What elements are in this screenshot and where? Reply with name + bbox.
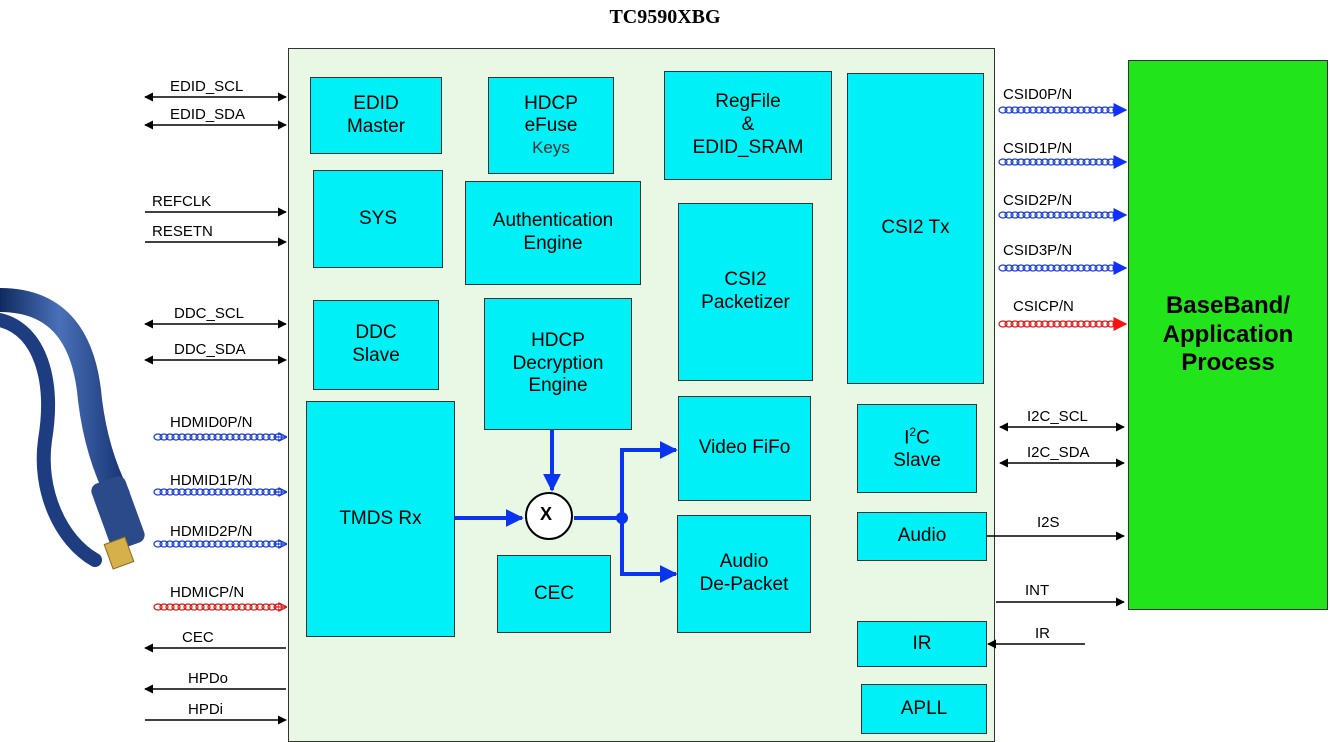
lane-csid1 bbox=[998, 155, 1128, 169]
signal-cec: CEC bbox=[182, 629, 214, 646]
audio-depacket-block: Audio De-Packet bbox=[677, 515, 811, 633]
signal-edid-scl: EDID_SCL bbox=[170, 78, 244, 95]
lane-csid3 bbox=[998, 261, 1128, 275]
signal-refclk: REFCLK bbox=[152, 193, 212, 210]
regfile-block: RegFile & EDID_SRAM bbox=[664, 71, 832, 180]
signal-edid-sda: EDID_SDA bbox=[170, 106, 246, 123]
signal-hdmid2: HDMID2P/N bbox=[170, 523, 253, 540]
mixer-label: X bbox=[540, 504, 553, 524]
signal-csid0: CSID0P/N bbox=[1003, 86, 1073, 103]
signal-ir: IR bbox=[1035, 625, 1050, 642]
lane-csicp bbox=[998, 317, 1128, 331]
tmds-rx-block: TMDS Rx bbox=[306, 401, 455, 637]
hdcp-efuse-block: HDCP eFuse Keys bbox=[488, 77, 614, 174]
authentication-engine-block: Authentication Engine bbox=[465, 181, 641, 285]
signal-i2c-scl: I2C_SCL bbox=[1027, 408, 1088, 425]
sys-block: SYS bbox=[313, 170, 443, 268]
lane-hdmid0 bbox=[153, 434, 286, 440]
lane-hdmid2 bbox=[153, 541, 286, 547]
chip-title: TC9590XBG bbox=[609, 6, 721, 28]
mixer-node bbox=[525, 492, 573, 540]
ir-block: IR bbox=[857, 621, 987, 667]
lane-csid2 bbox=[998, 208, 1128, 222]
baseband-block: BaseBand/ Application Process bbox=[1128, 60, 1328, 610]
lane-csid0 bbox=[998, 103, 1128, 117]
i2c-slave-label: I2C Slave bbox=[893, 424, 941, 471]
signal-int: INT bbox=[1025, 582, 1050, 599]
hdmi-cable-icon bbox=[0, 288, 145, 570]
signal-hpdi: HPDi bbox=[188, 701, 224, 718]
hdcp-keys-label: Keys bbox=[532, 138, 570, 158]
i2c-slave-block: I2C Slave bbox=[857, 404, 977, 493]
signal-hdmid1: HDMID1P/N bbox=[170, 472, 253, 489]
signal-csid1: CSID1P/N bbox=[1003, 140, 1073, 157]
signal-hpdo: HPDo bbox=[188, 670, 229, 687]
signal-i2c-sda: I2C_SDA bbox=[1027, 444, 1090, 461]
lane-hdmid1 bbox=[153, 489, 286, 495]
edid-master-block: EDID Master bbox=[310, 77, 442, 154]
signal-ddc-sda: DDC_SDA bbox=[174, 341, 246, 358]
hdcp-decryption-engine-block: HDCP Decryption Engine bbox=[484, 298, 632, 430]
ddc-slave-block: DDC Slave bbox=[313, 300, 439, 390]
apll-block: APLL bbox=[861, 684, 987, 734]
lane-hdmicp bbox=[153, 604, 286, 610]
csi2-packetizer-block: CSI2 Packetizer bbox=[678, 203, 813, 381]
csi2-tx-block: CSI2 Tx bbox=[847, 73, 984, 384]
hdcp-efuse-label: HDCP eFuse bbox=[524, 92, 578, 137]
signal-hdmid0: HDMID0P/N bbox=[170, 414, 253, 431]
signal-csid2: CSID2P/N bbox=[1003, 192, 1073, 209]
video-fifo-block: Video FiFo bbox=[678, 396, 811, 501]
cec-block: CEC bbox=[497, 555, 611, 633]
signal-csid3: CSID3P/N bbox=[1003, 242, 1073, 259]
signal-hdmicp: HDMICP/N bbox=[170, 584, 245, 601]
signal-ddc-scl: DDC_SCL bbox=[174, 305, 245, 322]
signal-i2s: I2S bbox=[1037, 514, 1060, 531]
audio-block: Audio bbox=[857, 512, 987, 561]
signal-resetn: RESETN bbox=[152, 223, 213, 240]
signal-csicp: CSICP/N bbox=[1013, 298, 1074, 315]
